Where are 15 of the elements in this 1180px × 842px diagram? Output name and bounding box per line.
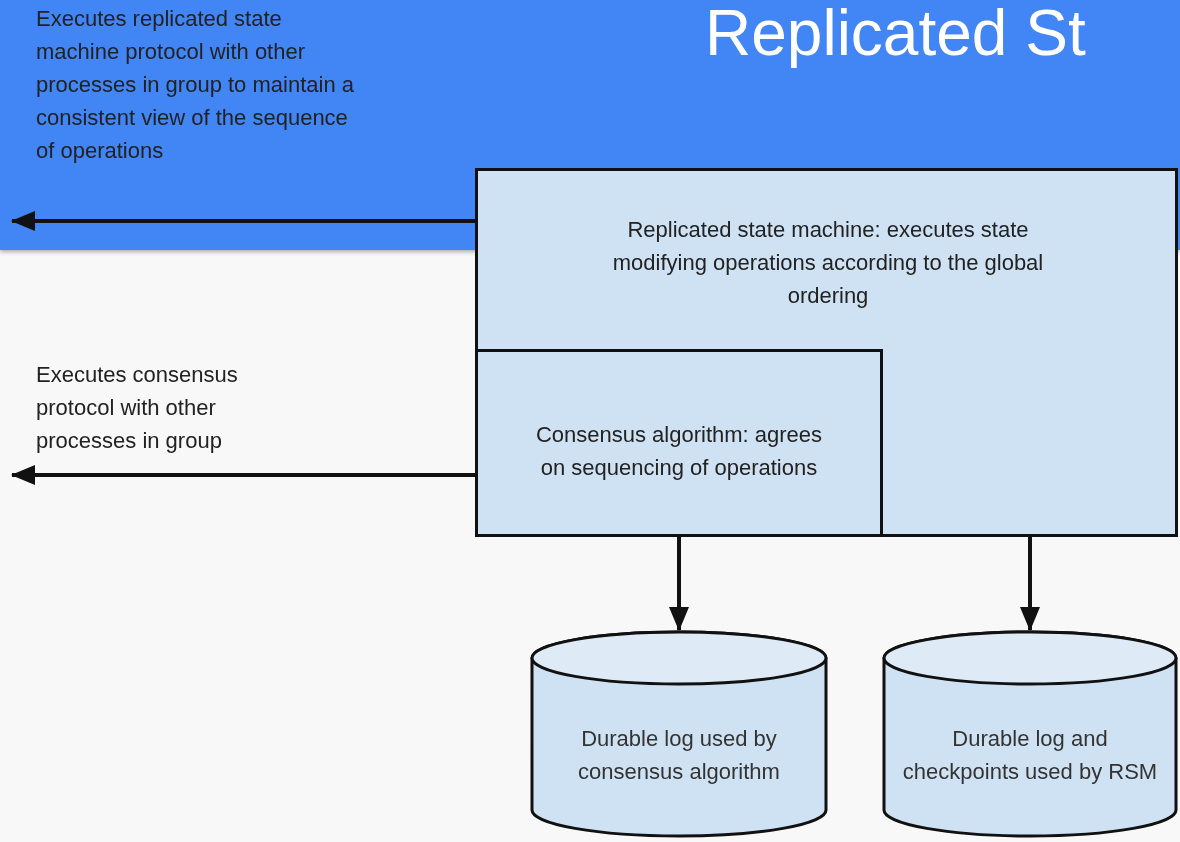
arrow	[11, 465, 475, 485]
database-cylinder	[882, 630, 1178, 838]
process-box	[475, 349, 883, 537]
node-text: Durable log used by consensus algorithm	[577, 725, 781, 786]
node-text: Replicated state machine: executes state modifying operations according to the global ordering	[611, 216, 1045, 310]
edge-label: Executes replicated state machine protocol with other processes in group to maintain a consistent view of the sequence of operations	[36, 5, 355, 165]
arrow	[669, 537, 689, 631]
node-text: Consensus algorithm: agrees on sequencing of operations	[534, 421, 824, 482]
node-text: Durable log and checkpoints used by RSM	[901, 725, 1159, 786]
arrow	[11, 211, 475, 231]
edge-label: Executes consensus protocol with other processes in group	[36, 361, 239, 455]
title: Replicated St	[705, 0, 1086, 71]
arrow	[1020, 537, 1040, 631]
process-box	[475, 168, 1178, 537]
database-cylinder	[530, 630, 828, 838]
